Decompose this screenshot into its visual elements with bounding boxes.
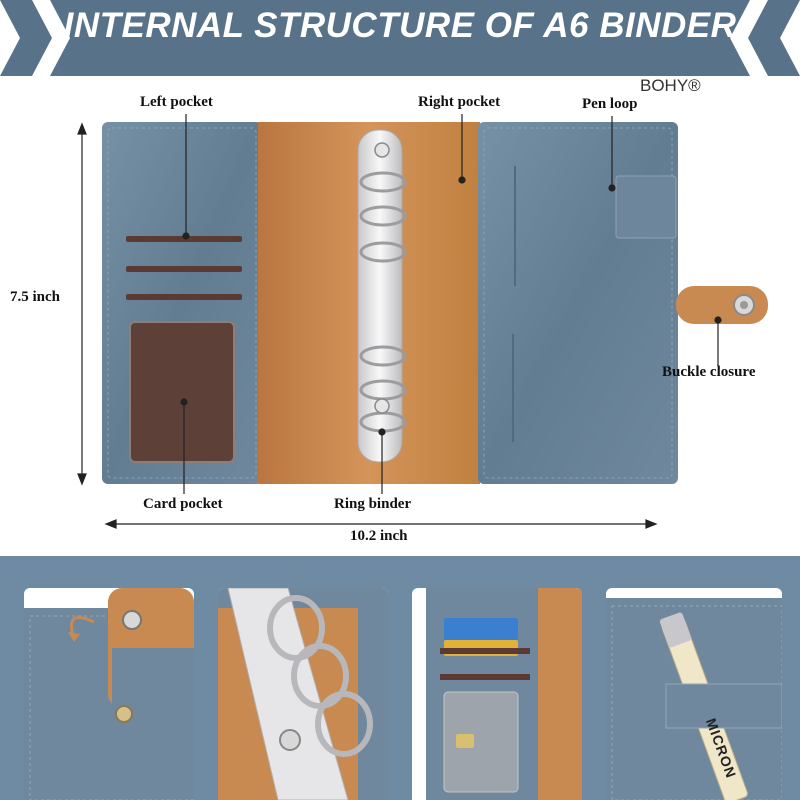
- title-banner: [0, 0, 800, 76]
- card-slot-1: [126, 236, 242, 242]
- label-right-pocket: Right pocket: [418, 94, 501, 110]
- brand-mark: BOHY®: [640, 76, 701, 95]
- pen-detail-image: [606, 598, 782, 800]
- detail-panel-rings: [218, 588, 388, 800]
- card-slot-2: [126, 266, 242, 272]
- binder-illustration: [77, 114, 768, 529]
- right-cover-stitching: [483, 127, 673, 479]
- callout-pointers: [180, 114, 722, 494]
- ring-release-button: [374, 142, 390, 158]
- rings-detail-image: [218, 588, 388, 800]
- label-buckle-closure: Buckle closure: [662, 364, 756, 380]
- card-pocket-window: [129, 321, 235, 463]
- left-cover-stitching: [107, 127, 257, 479]
- width-dimension-arrow: [104, 519, 658, 529]
- label-height: 7.5 inch: [10, 289, 61, 305]
- label-ring-binder: Ring binder: [334, 496, 412, 512]
- label-pen-loop: Pen loop: [582, 96, 638, 112]
- detail-panel-buckle: [24, 588, 194, 800]
- banner-title: INTERNAL STRUCTURE OF A6 BINDER: [63, 6, 737, 45]
- banner-left-arrow: [0, 0, 52, 76]
- buckle-detail-image: [24, 588, 194, 800]
- pen-loop-strap: [615, 175, 677, 239]
- card-slot-3: [126, 294, 242, 300]
- cards-detail-image: [426, 588, 582, 800]
- label-card-pocket: Card pocket: [143, 496, 223, 512]
- detail-panel-pen: MICRON: [606, 588, 782, 800]
- ring-binder-plate: [357, 129, 403, 463]
- label-width: 10.2 inch: [350, 528, 408, 544]
- label-left-pocket: Left pocket: [140, 94, 213, 110]
- height-dimension-arrow: [77, 122, 87, 486]
- banner-right-arrow: [748, 0, 800, 76]
- detail-panel-cards: [412, 588, 582, 800]
- banner-body: [50, 0, 750, 76]
